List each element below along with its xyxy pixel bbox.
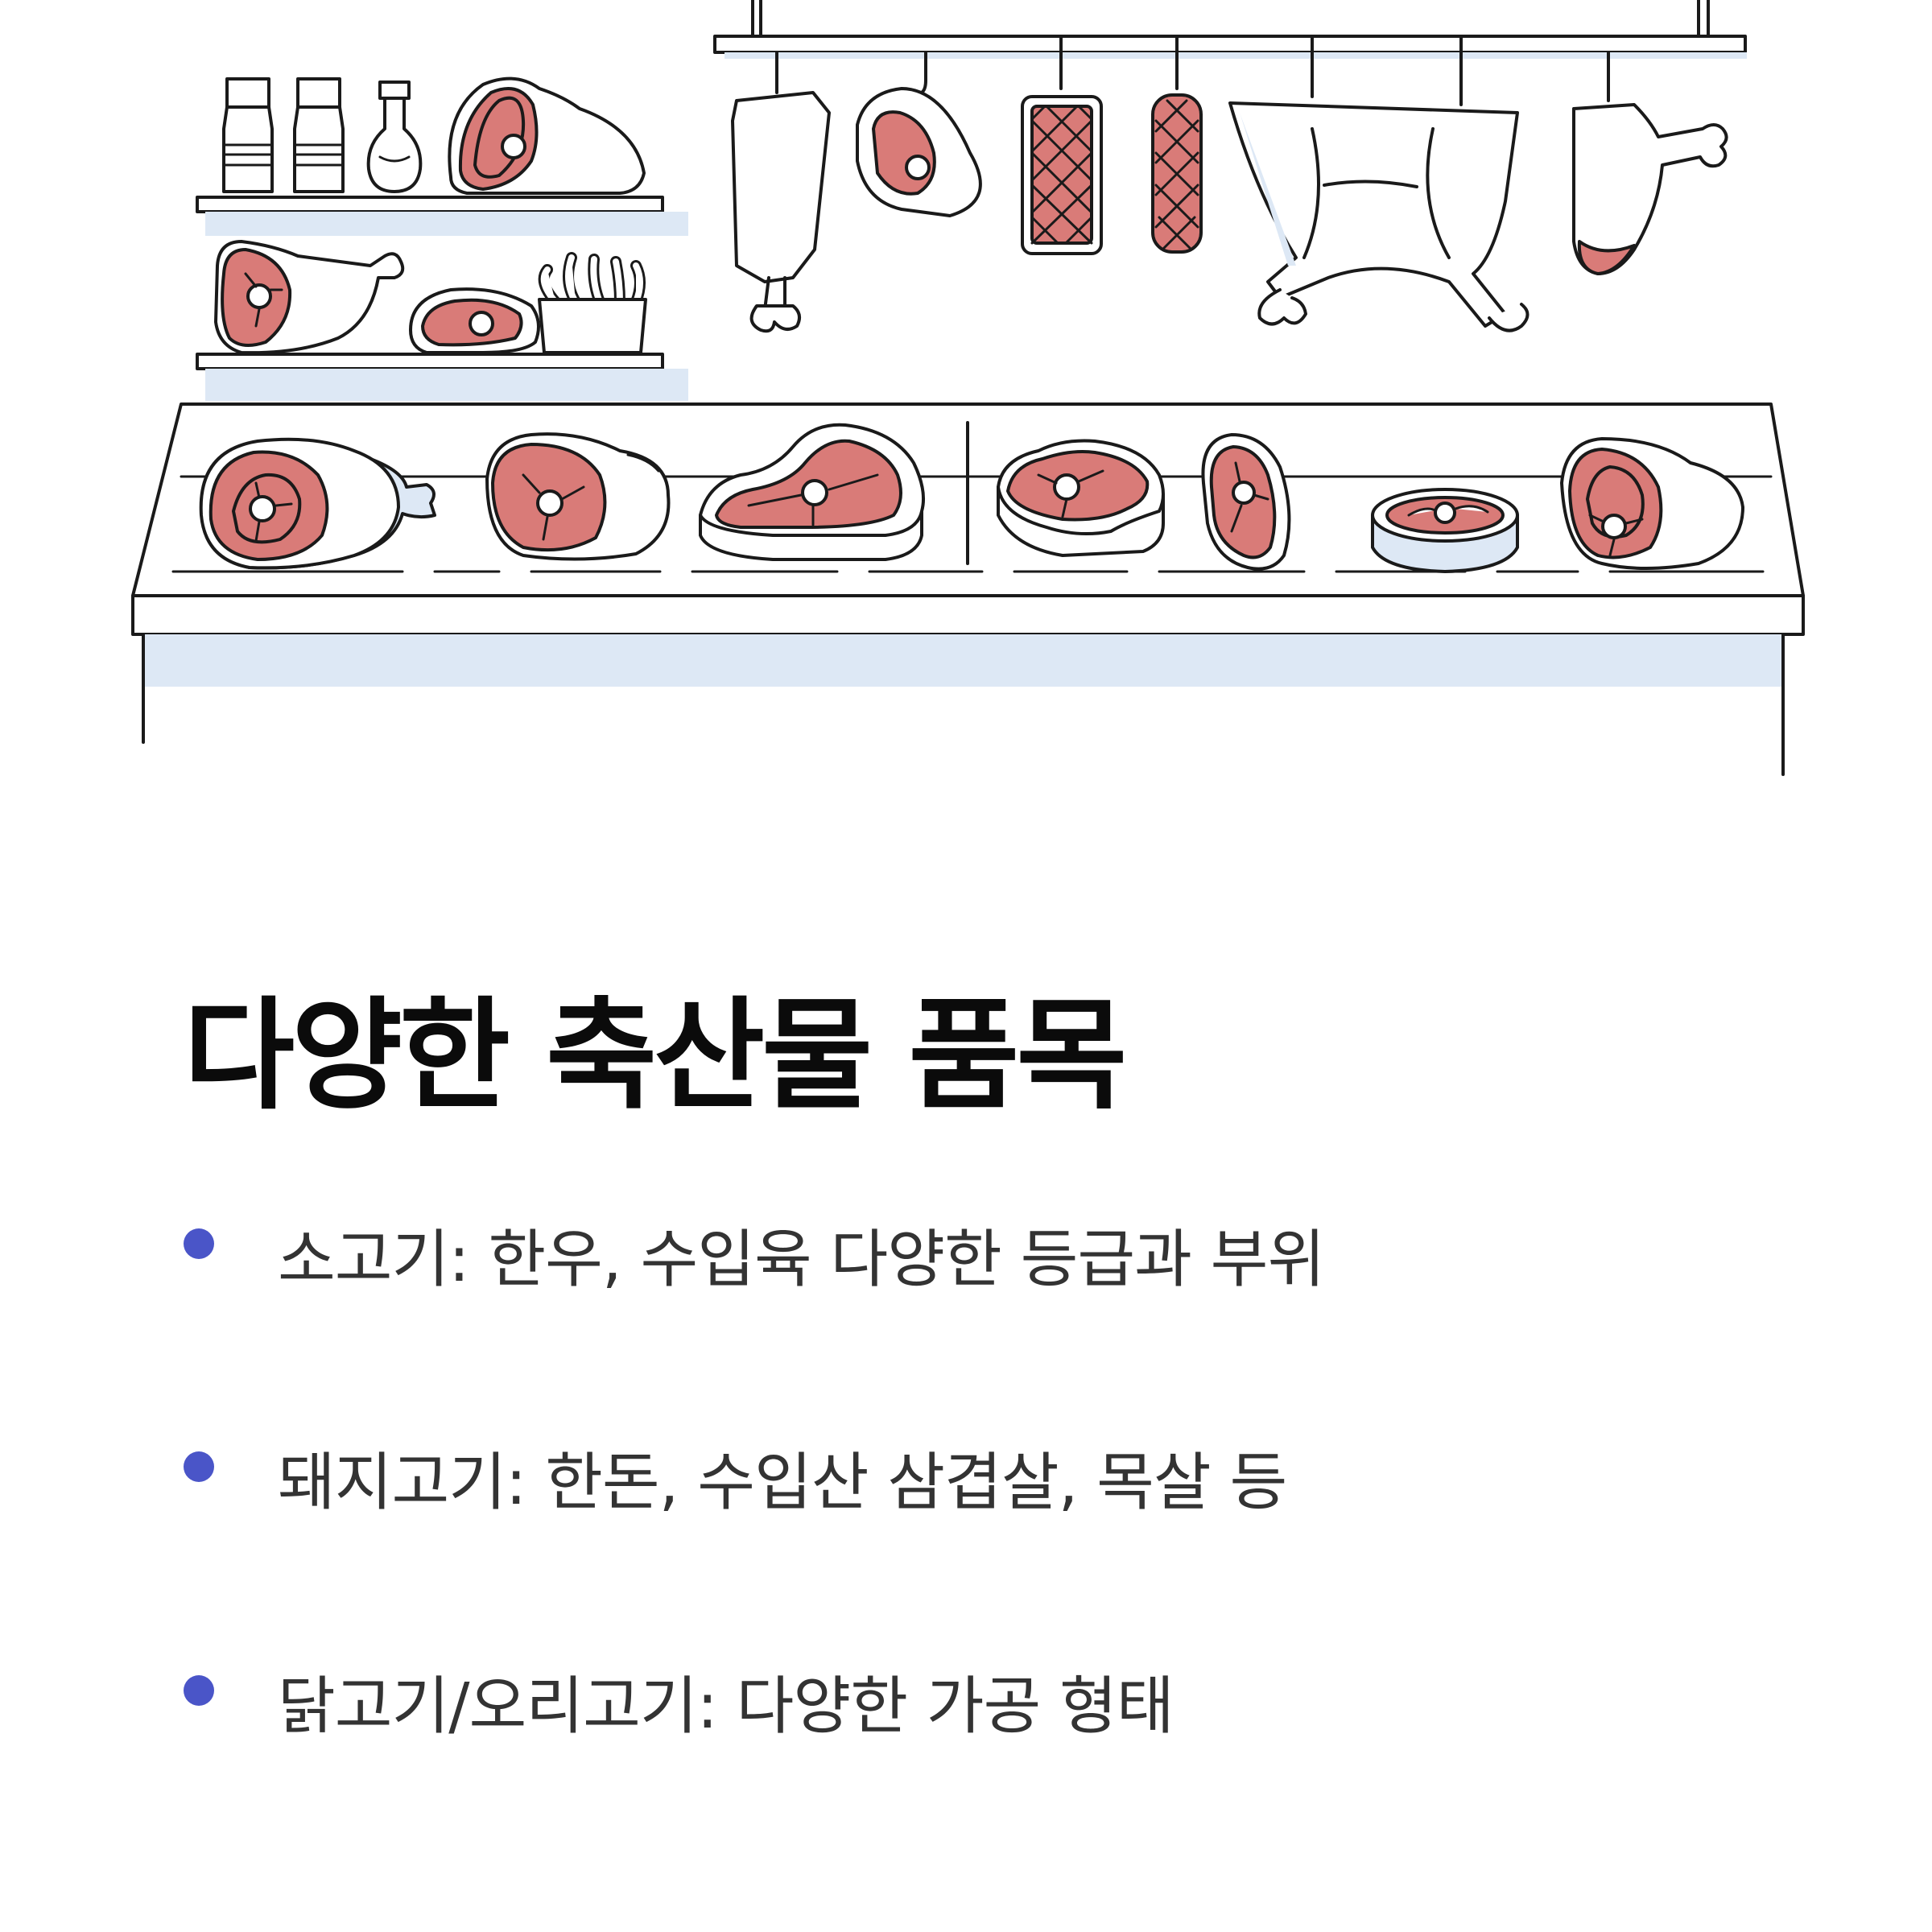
list-item: 돼지고기: 한돈, 수입산 삼겹살, 목살 등 xyxy=(0,1414,1932,1519)
list-item: 닭고기/오리고기: 다양한 가공 형태 xyxy=(0,1638,1932,1743)
shelf-roast-1 xyxy=(448,76,646,195)
display-counter xyxy=(131,402,1805,776)
bullet-dot-icon xyxy=(184,1451,214,1482)
bullet-dot-icon xyxy=(184,1228,214,1259)
list-item-text: 닭고기/오리고기: 다양한 가공 형태 xyxy=(278,1670,1174,1743)
hanging-rail xyxy=(713,0,1747,59)
hanging-ham-1 xyxy=(731,51,831,333)
spice-bottle-2 xyxy=(293,77,345,193)
bullet-dot-icon xyxy=(184,1675,214,1706)
bowl-of-sausages xyxy=(538,252,647,354)
counter-meat-7 xyxy=(1560,437,1744,570)
counter-meat-3 xyxy=(699,423,925,561)
hanging-sausage-1 xyxy=(1021,35,1103,255)
list-item: 소고기: 한우, 수입육 다양한 등급과 부위 xyxy=(0,1191,1932,1296)
page-title: 다양한 축산물 품목 xyxy=(184,986,1127,1126)
shelf-steak xyxy=(409,287,540,354)
counter-meat-4 xyxy=(997,439,1165,557)
butcher-shop-illustration xyxy=(131,0,1805,776)
oil-bottle xyxy=(366,80,423,193)
list-item-text: 소고기: 한우, 수입육 다양한 등급과 부위 xyxy=(278,1224,1325,1296)
hanging-sausage-2 xyxy=(1151,35,1203,254)
counter-meat-5 xyxy=(1201,433,1291,571)
hanging-carcass xyxy=(1228,35,1530,332)
shelf-ham xyxy=(214,240,405,355)
upper-shelf xyxy=(196,76,688,236)
lower-shelf xyxy=(196,240,688,401)
hanging-steak-2 xyxy=(856,51,982,217)
list-item-text: 돼지고기: 한돈, 수입산 삼겹살, 목살 등 xyxy=(278,1447,1287,1519)
counter-meat-2 xyxy=(485,432,671,561)
counter-meat-1 xyxy=(199,437,436,570)
spice-bottle-1 xyxy=(222,77,274,193)
counter-meat-6 xyxy=(1371,488,1519,573)
hanging-leg xyxy=(1572,51,1728,275)
